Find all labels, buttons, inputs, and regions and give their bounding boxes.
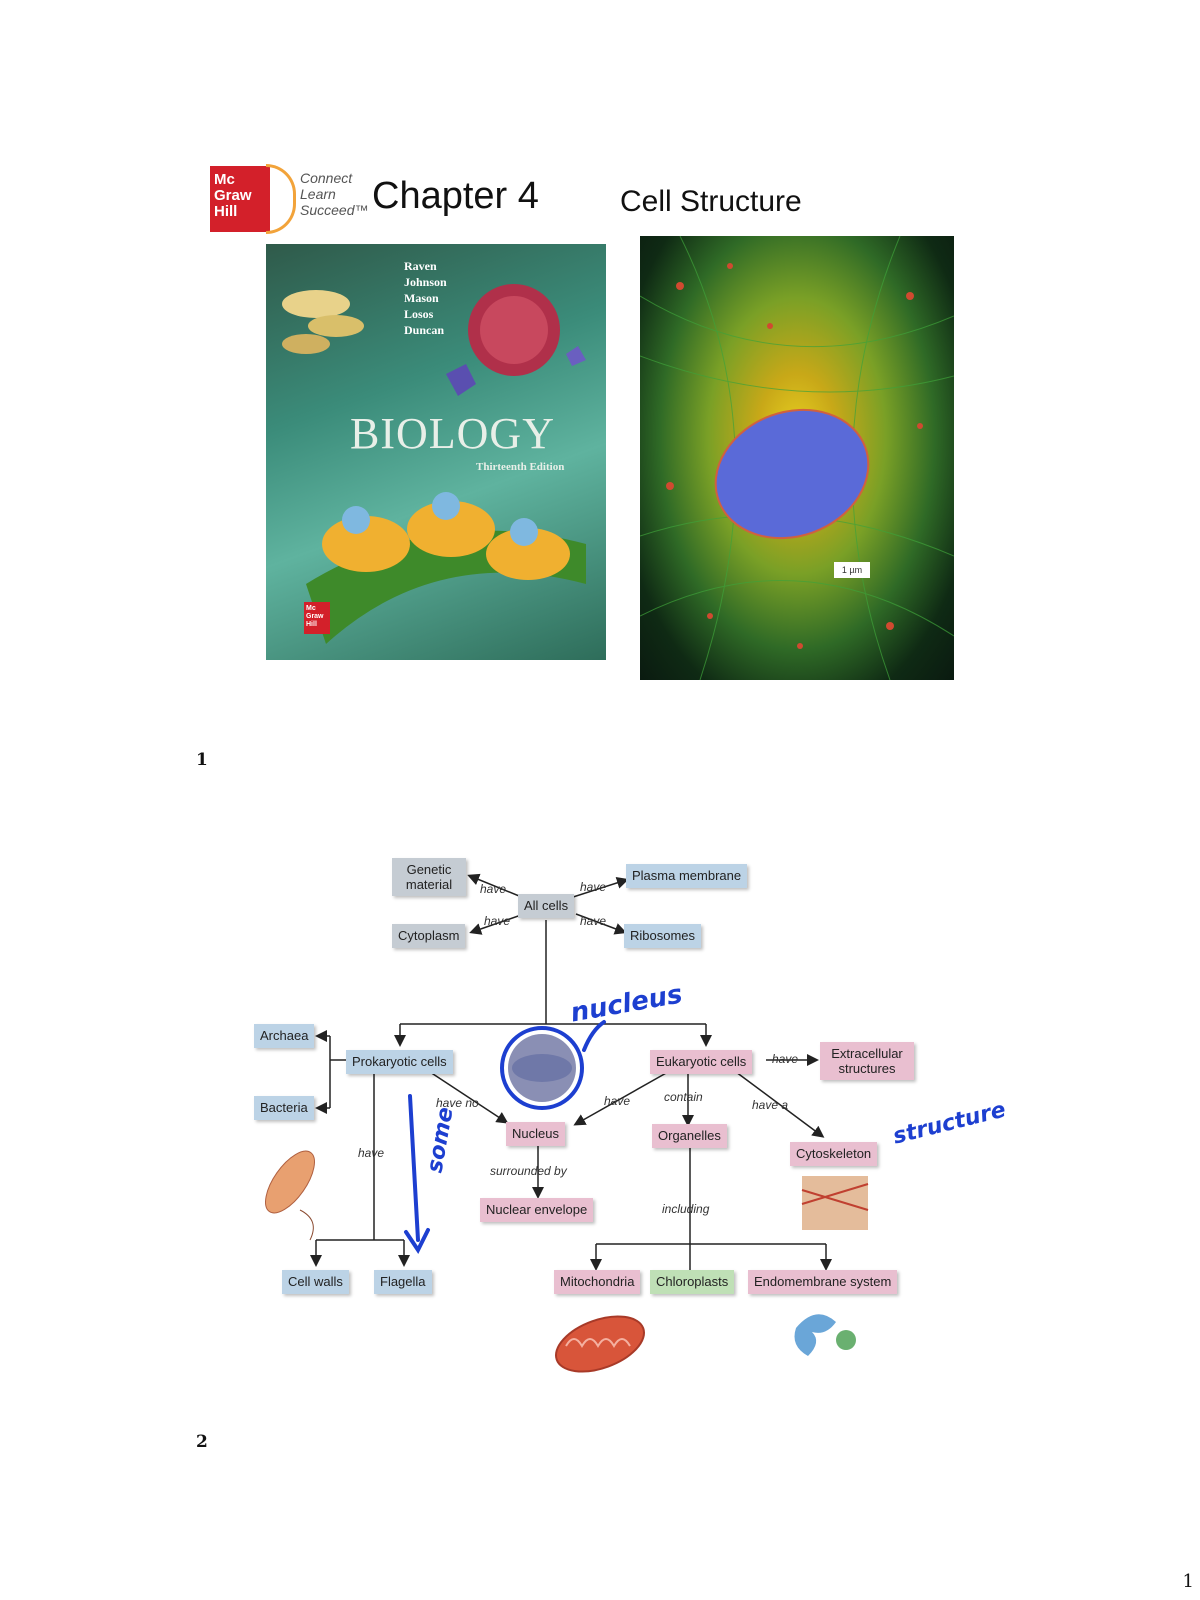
- edge-label-have: have: [580, 880, 607, 894]
- node-cell-walls: Cell walls: [282, 1270, 349, 1294]
- node-archaea: Archaea: [254, 1024, 315, 1048]
- bacterium-illustration: [265, 1150, 315, 1241]
- node-cytoplasm: Cytoplasm: [392, 924, 466, 948]
- node-mitochondria: Mitochondria: [554, 1270, 641, 1294]
- node-genetic-material: Genetic material: [392, 858, 466, 896]
- node-bacteria: Bacteria: [254, 1096, 314, 1120]
- slide-number-1: 1: [196, 750, 208, 770]
- edge-label-have: have: [772, 1052, 799, 1066]
- edge-label-including: including: [662, 1202, 710, 1216]
- cytoskeleton-illustration: [801, 1176, 869, 1230]
- node-chloroplasts: Chloroplasts: [650, 1270, 735, 1294]
- node-flagella: Flagella: [374, 1270, 432, 1294]
- edge-label-have: have: [484, 914, 511, 928]
- node-nucleus: Nucleus: [506, 1122, 565, 1146]
- node-eukaryotic-cells: Eukaryotic cells: [650, 1050, 753, 1074]
- node-plasma-membrane: Plasma membrane: [626, 864, 748, 888]
- node-extracellular-structures: Extracellular structures: [820, 1042, 914, 1080]
- edge-label-have: have: [580, 914, 607, 928]
- book-publisher-logo: Mc Graw Hill: [304, 602, 330, 634]
- logo-brand: Mc Graw Hill: [210, 166, 270, 232]
- node-endomembrane-system: Endomembrane system: [748, 1270, 898, 1294]
- edge-label-have: have: [604, 1094, 631, 1108]
- mitochondrion-illustration: [555, 1315, 645, 1373]
- node-all-cells: All cells: [518, 894, 575, 918]
- edge-label-have: have: [358, 1146, 385, 1160]
- edge-label-have-no: have no: [436, 1096, 479, 1110]
- micrograph-art: [640, 236, 954, 680]
- chapter-subtitle: Cell Structure: [620, 185, 802, 218]
- edge-label-surrounded-by: surrounded by: [490, 1164, 567, 1178]
- node-organelles: Organelles: [652, 1124, 727, 1148]
- publisher-logo: Mc Graw Hill Connect Learn Succeed™: [210, 164, 368, 234]
- book-title: BIOLOGY: [350, 409, 555, 458]
- endomembrane-illustration: [794, 1314, 856, 1356]
- scale-bar: 1 µm: [834, 562, 870, 578]
- page-number: 1: [1182, 1571, 1194, 1592]
- node-prokaryotic-cells: Prokaryotic cells: [346, 1050, 453, 1074]
- book-cover-art: [282, 284, 586, 644]
- book-cover-image: Raven Johnson Mason Losos Duncan BIOLOGY…: [266, 244, 606, 660]
- nucleus-illustration: [508, 1034, 576, 1102]
- cell-micrograph-image: 1 µm: [640, 236, 954, 680]
- edge-label-contain: contain: [664, 1090, 703, 1104]
- edge-label-have-a: have a: [752, 1098, 789, 1112]
- hand-annotations: [404, 1020, 827, 1254]
- node-cytoskeleton: Cytoskeleton: [790, 1142, 878, 1166]
- edge-label-have: have: [480, 882, 507, 896]
- slide-1: Mc Graw Hill Connect Learn Succeed™ Chap…: [200, 160, 1000, 700]
- book-authors: Raven Johnson Mason Losos Duncan: [404, 259, 447, 337]
- logo-tagline: Connect Learn Succeed™: [300, 170, 369, 218]
- concept-map-connectors: [265, 873, 869, 1373]
- slide-number-2: 2: [196, 1432, 208, 1452]
- node-ribosomes: Ribosomes: [624, 924, 702, 948]
- node-nuclear-envelope: Nuclear envelope: [480, 1198, 594, 1222]
- slide-2-concept-map: Genetic material All cells Plasma membra…: [240, 840, 1020, 1400]
- logo-swoosh: [266, 164, 296, 234]
- book-edition: Thirteenth Edition: [476, 461, 565, 473]
- chapter-title: Chapter 4: [372, 175, 539, 217]
